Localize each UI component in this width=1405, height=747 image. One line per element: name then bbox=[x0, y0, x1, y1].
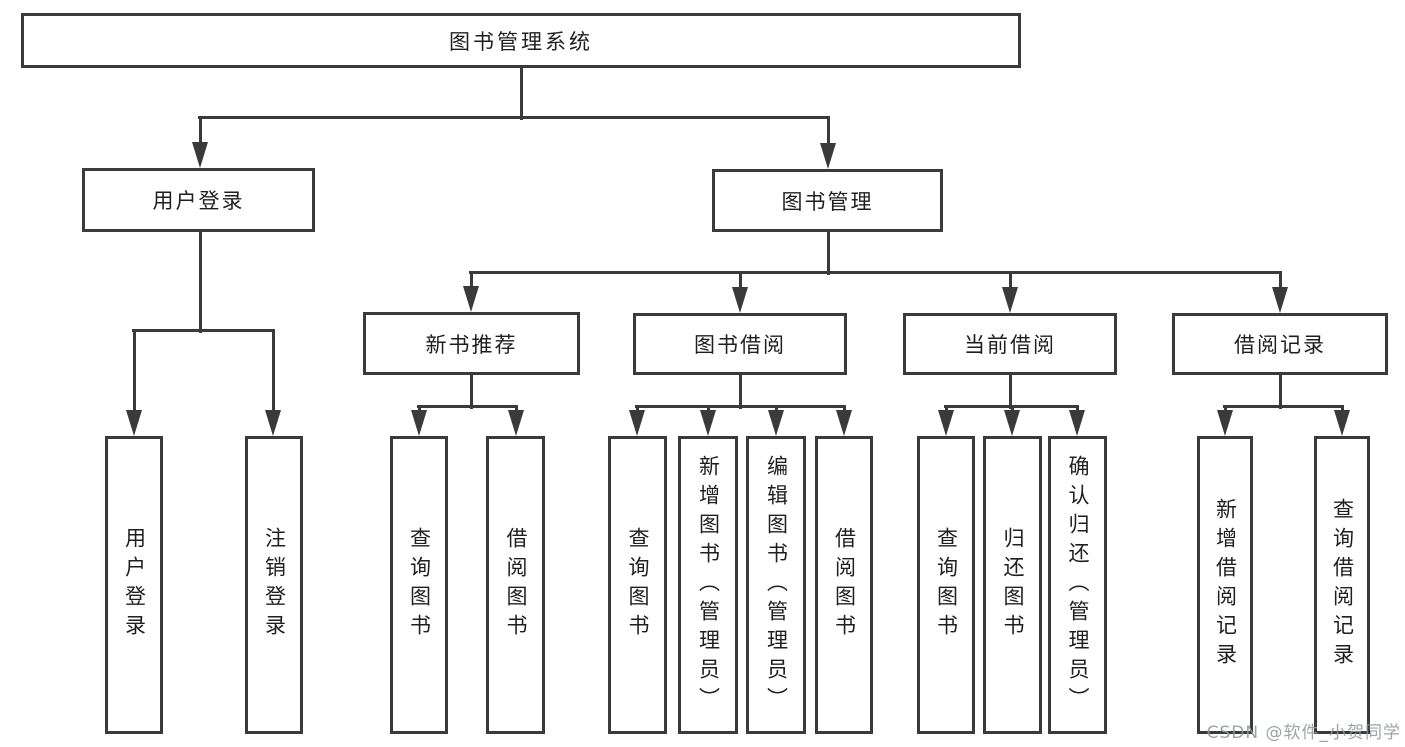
arrow-down-icon bbox=[768, 410, 784, 436]
arrow-down-icon bbox=[820, 143, 836, 169]
node-v-logout: 注销登录 bbox=[245, 436, 303, 734]
connector-line bbox=[738, 272, 742, 295]
arrow-down-icon bbox=[192, 142, 208, 168]
connector-line bbox=[1278, 375, 1282, 409]
connector-line bbox=[1008, 272, 1012, 295]
arrow-down-icon bbox=[1004, 410, 1020, 436]
arrow-down-icon bbox=[126, 410, 142, 436]
arrow-down-icon bbox=[1334, 410, 1350, 436]
arrow-down-icon bbox=[629, 410, 645, 436]
arrow-down-icon bbox=[700, 410, 716, 436]
node-borrow-record: 借阅记录 bbox=[1172, 313, 1388, 375]
connector-line bbox=[469, 375, 473, 409]
node-book-borrow: 图书借阅 bbox=[633, 313, 847, 375]
arrow-down-icon bbox=[1272, 287, 1288, 313]
node-v-borrow-book-1: 借阅图书 bbox=[486, 436, 545, 734]
arrow-down-icon bbox=[463, 286, 479, 312]
connector-line bbox=[635, 404, 846, 408]
arrow-down-icon bbox=[265, 410, 281, 436]
connector-line bbox=[1278, 272, 1282, 295]
node-v-query-record: 查询借阅记录 bbox=[1314, 436, 1370, 734]
connector-line bbox=[132, 330, 136, 418]
connector-line bbox=[519, 68, 523, 120]
arrow-down-icon bbox=[411, 410, 427, 436]
node-current-borrow: 当前借阅 bbox=[903, 313, 1117, 375]
node-v-add-record: 新增借阅记录 bbox=[1197, 436, 1253, 734]
connector-line bbox=[1008, 375, 1012, 409]
arrow-down-icon bbox=[1069, 410, 1085, 436]
node-v-borrow-book-2: 借阅图书 bbox=[815, 436, 873, 734]
watermark: CSDN @软件_小贺同学 bbox=[1206, 723, 1401, 743]
arrow-down-icon bbox=[836, 410, 852, 436]
node-v-user-login: 用户登录 bbox=[105, 436, 163, 734]
connector-line bbox=[198, 117, 202, 150]
connector-line bbox=[198, 232, 202, 333]
node-v-query-book-2: 查询图书 bbox=[608, 436, 667, 734]
node-user-login: 用户登录 bbox=[82, 168, 315, 232]
arrow-down-icon bbox=[1217, 410, 1233, 436]
node-v-query-book-3: 查询图书 bbox=[917, 436, 975, 734]
node-v-return-book: 归还图书 bbox=[983, 436, 1042, 734]
connector-line bbox=[826, 117, 830, 151]
node-root: 图书管理系统 bbox=[21, 13, 1021, 68]
node-v-add-book: 新增图书（管理员） bbox=[678, 436, 738, 734]
arrow-down-icon bbox=[938, 410, 954, 436]
node-v-edit-book: 编辑图书（管理员） bbox=[746, 436, 806, 734]
connector-line bbox=[469, 270, 1282, 274]
connector-line bbox=[469, 272, 473, 294]
connector-line bbox=[271, 330, 275, 418]
connector-line bbox=[132, 328, 275, 332]
connector-line bbox=[198, 115, 830, 119]
connector-line bbox=[738, 375, 742, 409]
connector-line bbox=[826, 232, 830, 275]
node-book-mgmt: 图书管理 bbox=[712, 169, 943, 232]
arrow-down-icon bbox=[732, 287, 748, 313]
node-new-book-rec: 新书推荐 bbox=[363, 312, 580, 375]
node-v-confirm-return: 确认归还（管理员） bbox=[1048, 436, 1107, 734]
arrow-down-icon bbox=[1002, 287, 1018, 313]
arrow-down-icon bbox=[508, 410, 524, 436]
node-v-query-book-1: 查询图书 bbox=[390, 436, 448, 734]
connector-line bbox=[417, 404, 518, 408]
connector-line bbox=[1223, 404, 1344, 408]
